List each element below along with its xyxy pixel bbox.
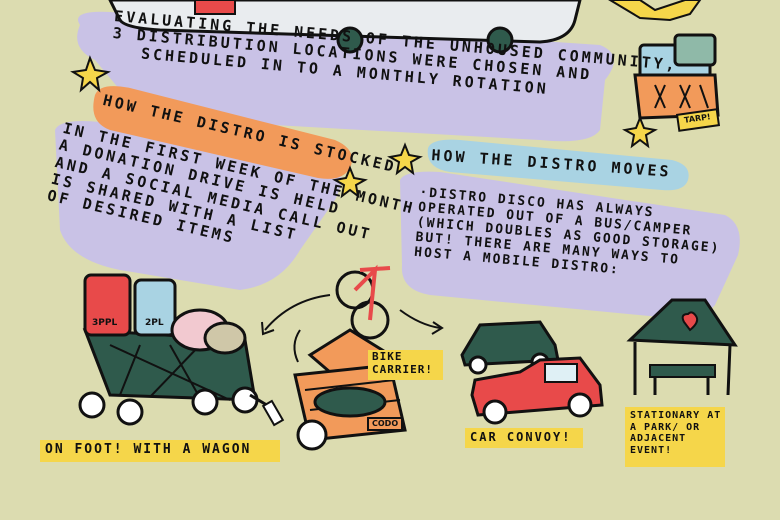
moves-heading-pill <box>427 139 689 191</box>
bike-label-highlight <box>368 350 443 380</box>
bike-carrier-drawing <box>293 264 407 451</box>
box-label: CODO <box>372 419 399 428</box>
moves-highlight-blob <box>400 171 740 318</box>
tent-canopy-drawing <box>626 298 738 396</box>
bus-red-detail <box>194 0 236 15</box>
tent-blue-label: 2PL <box>145 318 164 328</box>
wagon-label-highlight <box>40 440 280 462</box>
car-convoy-drawing <box>460 320 604 425</box>
wagon-label: ON FOOT! WITH A WAGON <box>45 442 252 457</box>
stationary-label: STATIONARY AT A PARK/ OR ADJACENT EVENT! <box>630 410 722 456</box>
sun-burst <box>608 0 702 22</box>
car-label-highlight <box>465 428 583 448</box>
tent-red-label: 3PPL <box>92 318 118 328</box>
arrow-right-head <box>431 321 444 335</box>
crate-with-supplies <box>633 33 721 132</box>
bus-wheel <box>486 26 514 54</box>
stationary-label-highlight <box>625 407 725 467</box>
arrow-left <box>264 294 331 331</box>
bus-wheel <box>336 26 364 54</box>
stocked-heading-pill <box>93 86 353 179</box>
arrow-left-head <box>261 321 275 336</box>
arrow-right <box>399 309 441 329</box>
bike-label: BIKE CARRIER! <box>372 350 433 376</box>
arrow-down <box>293 329 301 363</box>
wagon-drawing <box>78 273 285 427</box>
car-label: CAR CONVOY! <box>470 430 572 444</box>
